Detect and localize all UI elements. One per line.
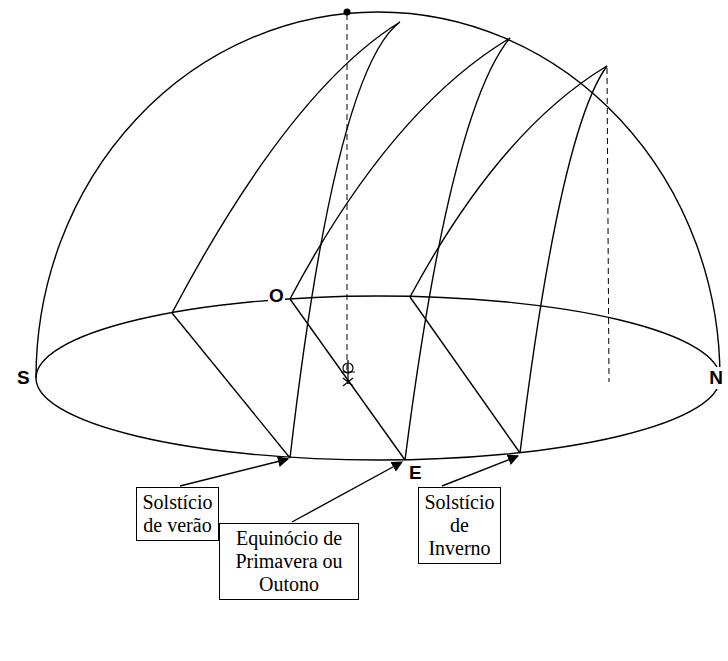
box-text: Solstício de Inverno bbox=[424, 491, 495, 560]
leader-arrow bbox=[442, 456, 518, 486]
ground-chord bbox=[290, 299, 405, 460]
direction-letter: O bbox=[268, 285, 285, 307]
caption-box: Solstício de verão bbox=[136, 487, 219, 541]
direction-letter: N bbox=[708, 367, 724, 389]
noon-height-line bbox=[607, 68, 609, 382]
zenith-dot bbox=[344, 9, 351, 16]
ground-chord bbox=[410, 297, 520, 453]
leader-arrow bbox=[180, 459, 288, 486]
leader-arrow bbox=[292, 462, 402, 522]
equinox-sun-path bbox=[290, 38, 510, 460]
zenith-line bbox=[347, 14, 348, 372]
box-text: Solstício de verão bbox=[142, 491, 213, 537]
horizon-ellipse bbox=[36, 296, 720, 460]
winter-sun-path bbox=[410, 66, 607, 453]
direction-letter: E bbox=[408, 462, 423, 484]
caption-box: Solstício de Inverno bbox=[418, 487, 501, 564]
direction-letter: S bbox=[16, 367, 31, 389]
box-text: Equinócio de Primavera ou Outono bbox=[225, 527, 353, 596]
observer-symbol bbox=[341, 360, 355, 386]
summer-sun-path bbox=[172, 22, 400, 458]
ground-chord bbox=[172, 313, 290, 458]
dome-outline bbox=[36, 12, 720, 378]
caption-box: Equinócio de Primavera ou Outono bbox=[219, 523, 359, 600]
